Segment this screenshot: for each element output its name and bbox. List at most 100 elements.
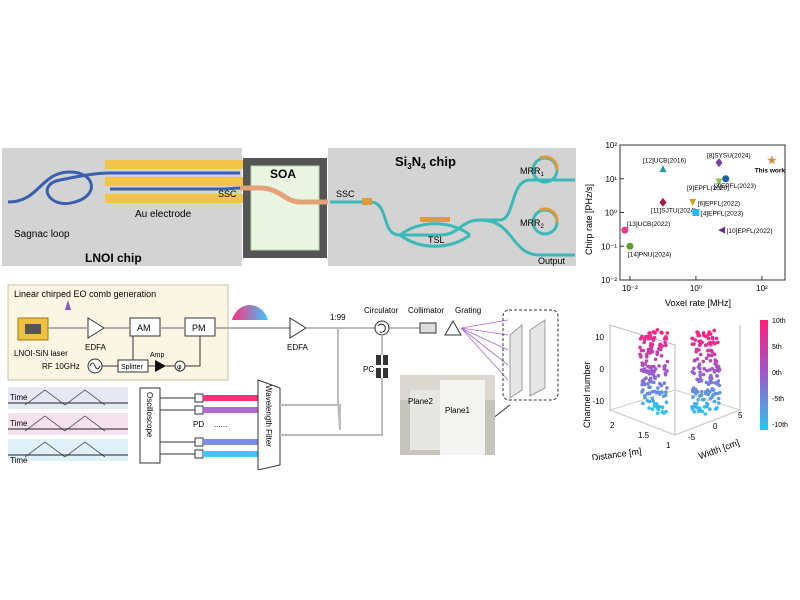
mrr2-heater <box>539 207 559 223</box>
channel-point <box>708 389 712 394</box>
planes-photo-plane1 <box>440 380 485 455</box>
time-trace-3-wave <box>24 441 106 458</box>
chirp-point <box>715 178 723 186</box>
au-electrode-top <box>105 160 243 169</box>
edfa2-label: EDFA <box>287 343 309 352</box>
chirp-xtick-label: 10⁰ <box>690 284 702 293</box>
comb-spectrum-icon <box>232 305 268 320</box>
chirp-point-label: [4]EPFL(2023) <box>701 211 743 218</box>
channel-point <box>655 350 659 354</box>
filter-input-lines <box>280 378 383 436</box>
chirp-point-label: [14]PNU(2024) <box>628 251 671 258</box>
channel-ytick-label: 0 <box>713 422 718 431</box>
channel-point <box>714 359 719 364</box>
am-box <box>129 317 161 337</box>
chirp-point-label: This work <box>755 167 786 174</box>
pd-dots: ...... <box>214 420 227 429</box>
pd-detectors <box>160 397 195 455</box>
channel-ytick-label: -5 <box>688 433 696 442</box>
rf-label: RF 10GHz <box>42 362 80 371</box>
wavelength-filter-label: Wavelength Filter <box>264 385 273 447</box>
output-label: Output <box>538 256 566 266</box>
channel-point <box>716 367 720 372</box>
channel-point <box>706 342 711 346</box>
channel-point <box>706 333 711 337</box>
au-electrode-mid <box>105 177 243 186</box>
channel-point <box>696 409 701 414</box>
au-electrode-bot <box>105 194 243 203</box>
channel-point <box>704 380 709 385</box>
channel-point <box>650 407 655 411</box>
channel-point <box>641 348 646 353</box>
chirp-point-label: [12]UCB(2016) <box>643 158 686 165</box>
channel-point <box>716 340 720 345</box>
channel-point <box>692 410 697 414</box>
channel-point <box>665 359 670 364</box>
rf-lines <box>102 336 201 367</box>
colorbar-tick-label: 10th <box>772 318 786 325</box>
colorbar <box>760 320 768 430</box>
ssc-heater <box>362 198 372 205</box>
channel-xlabel: Distance [m] <box>591 446 642 460</box>
pd-label: PD <box>193 420 204 429</box>
channel-point <box>705 369 709 373</box>
channel-point <box>700 409 705 414</box>
channel-point <box>698 373 702 378</box>
pd-2 <box>194 405 204 415</box>
colorbar-tick-label: 5th <box>772 344 782 351</box>
channel-point <box>691 395 695 399</box>
ssc-left-label: SSC <box>218 189 237 199</box>
sin-waveguide-output <box>479 218 575 257</box>
channel-point <box>714 336 719 341</box>
circulator-icon <box>374 320 390 336</box>
channel-point <box>642 367 647 371</box>
channel-point <box>638 352 642 357</box>
channel-ylabel: Width [cm] <box>697 437 740 460</box>
channel-point <box>697 406 701 411</box>
channel-point <box>648 351 652 355</box>
channel-point <box>716 396 721 401</box>
channel-point <box>660 331 664 335</box>
channel-point <box>704 391 708 396</box>
channel-point <box>698 394 702 398</box>
channel-point <box>710 366 715 371</box>
grating-rays <box>460 319 509 381</box>
channel-point <box>665 369 669 373</box>
channel-point <box>664 390 668 394</box>
filter-output-1 <box>203 395 258 401</box>
chirp-point-label: [3]EPFL(2023) <box>714 183 756 190</box>
chirp-ytick-label: 10¹ <box>605 175 617 184</box>
channel-point <box>650 370 655 374</box>
channel-point <box>647 391 652 396</box>
channel-point <box>696 365 701 369</box>
chirp-point <box>689 198 697 206</box>
channel-point <box>646 347 651 352</box>
planes-photo-plane2 <box>410 390 440 450</box>
channel-point <box>692 342 696 346</box>
channel-point <box>644 352 649 357</box>
channel-point <box>657 404 662 409</box>
channel-point <box>716 382 720 387</box>
channel-point <box>700 397 705 402</box>
soa-label: SOA <box>270 167 296 181</box>
channel-point <box>658 347 663 352</box>
channel-point <box>694 350 698 354</box>
channel-point <box>652 364 656 369</box>
sin-title-sub2: 4 <box>421 162 426 171</box>
channel-point <box>706 336 711 341</box>
channel-point <box>698 352 703 357</box>
channel-point <box>693 338 698 342</box>
channel-ztick-label: 0 <box>600 365 605 374</box>
channel-point <box>662 381 667 385</box>
channel-point <box>665 386 669 390</box>
time-label-1: Time <box>10 393 28 402</box>
channel-point <box>660 405 665 409</box>
channel-point <box>656 386 660 390</box>
chip-schematic: Sagnac loop Au electrode SSC SSC LNOI ch… <box>2 148 576 266</box>
channel-point <box>645 369 649 373</box>
mrr1-label: MRR1 <box>520 166 545 178</box>
channel-point <box>652 380 656 385</box>
channel-ytick-label: 5 <box>738 411 743 420</box>
pm-label: PM <box>192 323 206 333</box>
